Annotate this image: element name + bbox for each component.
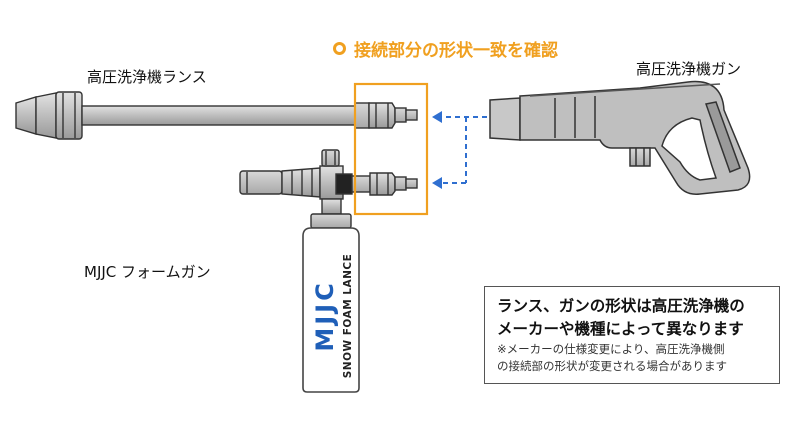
bottle-brand-text: MJJC — [311, 280, 339, 351]
note-line-1: ランス、ガンの形状は高圧洗浄機の — [497, 297, 745, 315]
foam-gun-label: MJJC フォームガン — [84, 263, 211, 281]
arrowhead-lance — [432, 111, 442, 123]
washer-gun-illustration — [489, 80, 751, 195]
gun-label: 高圧洗浄機ガン — [636, 60, 742, 78]
arrowhead-foam-gun — [432, 177, 442, 189]
bottle-product-text: SNOW FOAM LANCE — [342, 254, 354, 379]
note-line-3: ※メーカーの仕様変更により、高圧洗浄機側 — [497, 342, 725, 356]
check-title-text: 接続部分の形状一致を確認 — [354, 40, 558, 61]
connection-arrows — [440, 116, 487, 184]
lance-label: 高圧洗浄機ランス — [87, 68, 207, 86]
foam-gun-illustration — [239, 149, 418, 393]
note-line-2: メーカーや機種によって異なります — [497, 320, 744, 338]
note-line-4: の接続部の形状が変更される場合があります — [497, 359, 727, 373]
lance-illustration — [15, 91, 418, 140]
check-title: 接続部分の形状一致を確認 — [333, 37, 558, 61]
compatibility-note: ランス、ガンの形状は高圧洗浄機の メーカーや機種によって異なります ※メーカーの… — [484, 286, 780, 384]
connection-highlight-box — [353, 82, 429, 216]
target-ring-icon — [333, 41, 346, 55]
